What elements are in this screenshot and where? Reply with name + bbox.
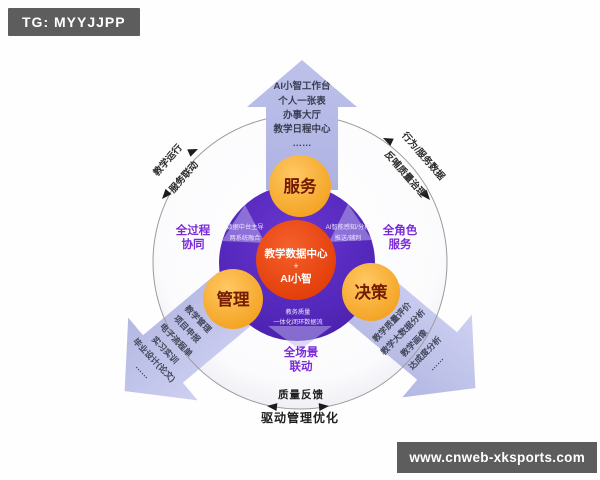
drive-label: 驱动管理优化 — [261, 410, 339, 425]
center-plus: + — [293, 261, 298, 271]
arc-arrowhead-upright-up — [383, 138, 394, 146]
telegram-watermark: TG: MYYJJPP — [8, 8, 140, 36]
arc-arrowhead-bottom-left — [267, 403, 278, 412]
node-service-label: 服务 — [284, 176, 318, 196]
disc-wedges — [222, 204, 372, 350]
wedge-upper-left — [222, 205, 265, 243]
ring-label-right: 全角色 — [382, 223, 418, 237]
ring-label-left: 全过程 — [175, 223, 211, 237]
arc-arrowhead-upright-down — [420, 189, 430, 200]
ring-label-bottom: 联动 — [290, 359, 313, 373]
wedge-bottom — [268, 326, 332, 350]
ring-label-left: 协同 — [182, 237, 205, 251]
top-arrow-item: 办事大厅 — [283, 109, 322, 121]
center-subtitle: AI小智 — [280, 272, 312, 285]
top-arrow-item: AI小智工作台 — [273, 80, 331, 92]
arc-arrowhead-upleft-up — [187, 149, 198, 157]
center-title: 教学数据中心 — [264, 247, 328, 260]
arc-arrowhead-upleft-down — [162, 188, 172, 199]
ring-label-bottom: 全场景 — [283, 345, 319, 359]
telegram-watermark-text: TG: MYYJJPP — [22, 14, 126, 30]
node-decision-circle — [342, 263, 400, 321]
inner-note-bottom: 一体化闭环数据流 — [273, 318, 323, 326]
feedback-label: 质量反馈 — [278, 388, 324, 401]
top-arrow-item: 个人一张表 — [277, 95, 326, 107]
wedge-upper-right — [329, 204, 372, 242]
node-management-circle — [203, 269, 263, 329]
inner-note-right: AI智能感知/分析 — [326, 223, 371, 231]
top-arrow-item: 教学日程中心 — [272, 123, 331, 135]
inner-note-left: 两系统融合 — [230, 234, 261, 242]
center-circle — [256, 220, 336, 300]
website-watermark-text: www.cnweb-xksports.com — [409, 450, 585, 465]
top-arrow-item: …… — [293, 138, 312, 149]
inner-note-left: 数据中台主导 — [226, 223, 263, 231]
arc-arrowheads — [162, 138, 430, 412]
inner-note-bottom: 教务质量 — [286, 308, 311, 316]
website-watermark: www.cnweb-xksports.com — [397, 442, 597, 473]
node-management-label: 管理 — [217, 289, 251, 309]
node-decision-label: 决策 — [355, 282, 389, 302]
arc-arrowhead-bottom-right — [318, 403, 329, 412]
service-arrow — [247, 60, 357, 190]
inner-note-right: 推送/辅判 — [335, 234, 361, 242]
node-service-circle — [269, 155, 331, 217]
ring-label-right: 服务 — [389, 237, 412, 251]
